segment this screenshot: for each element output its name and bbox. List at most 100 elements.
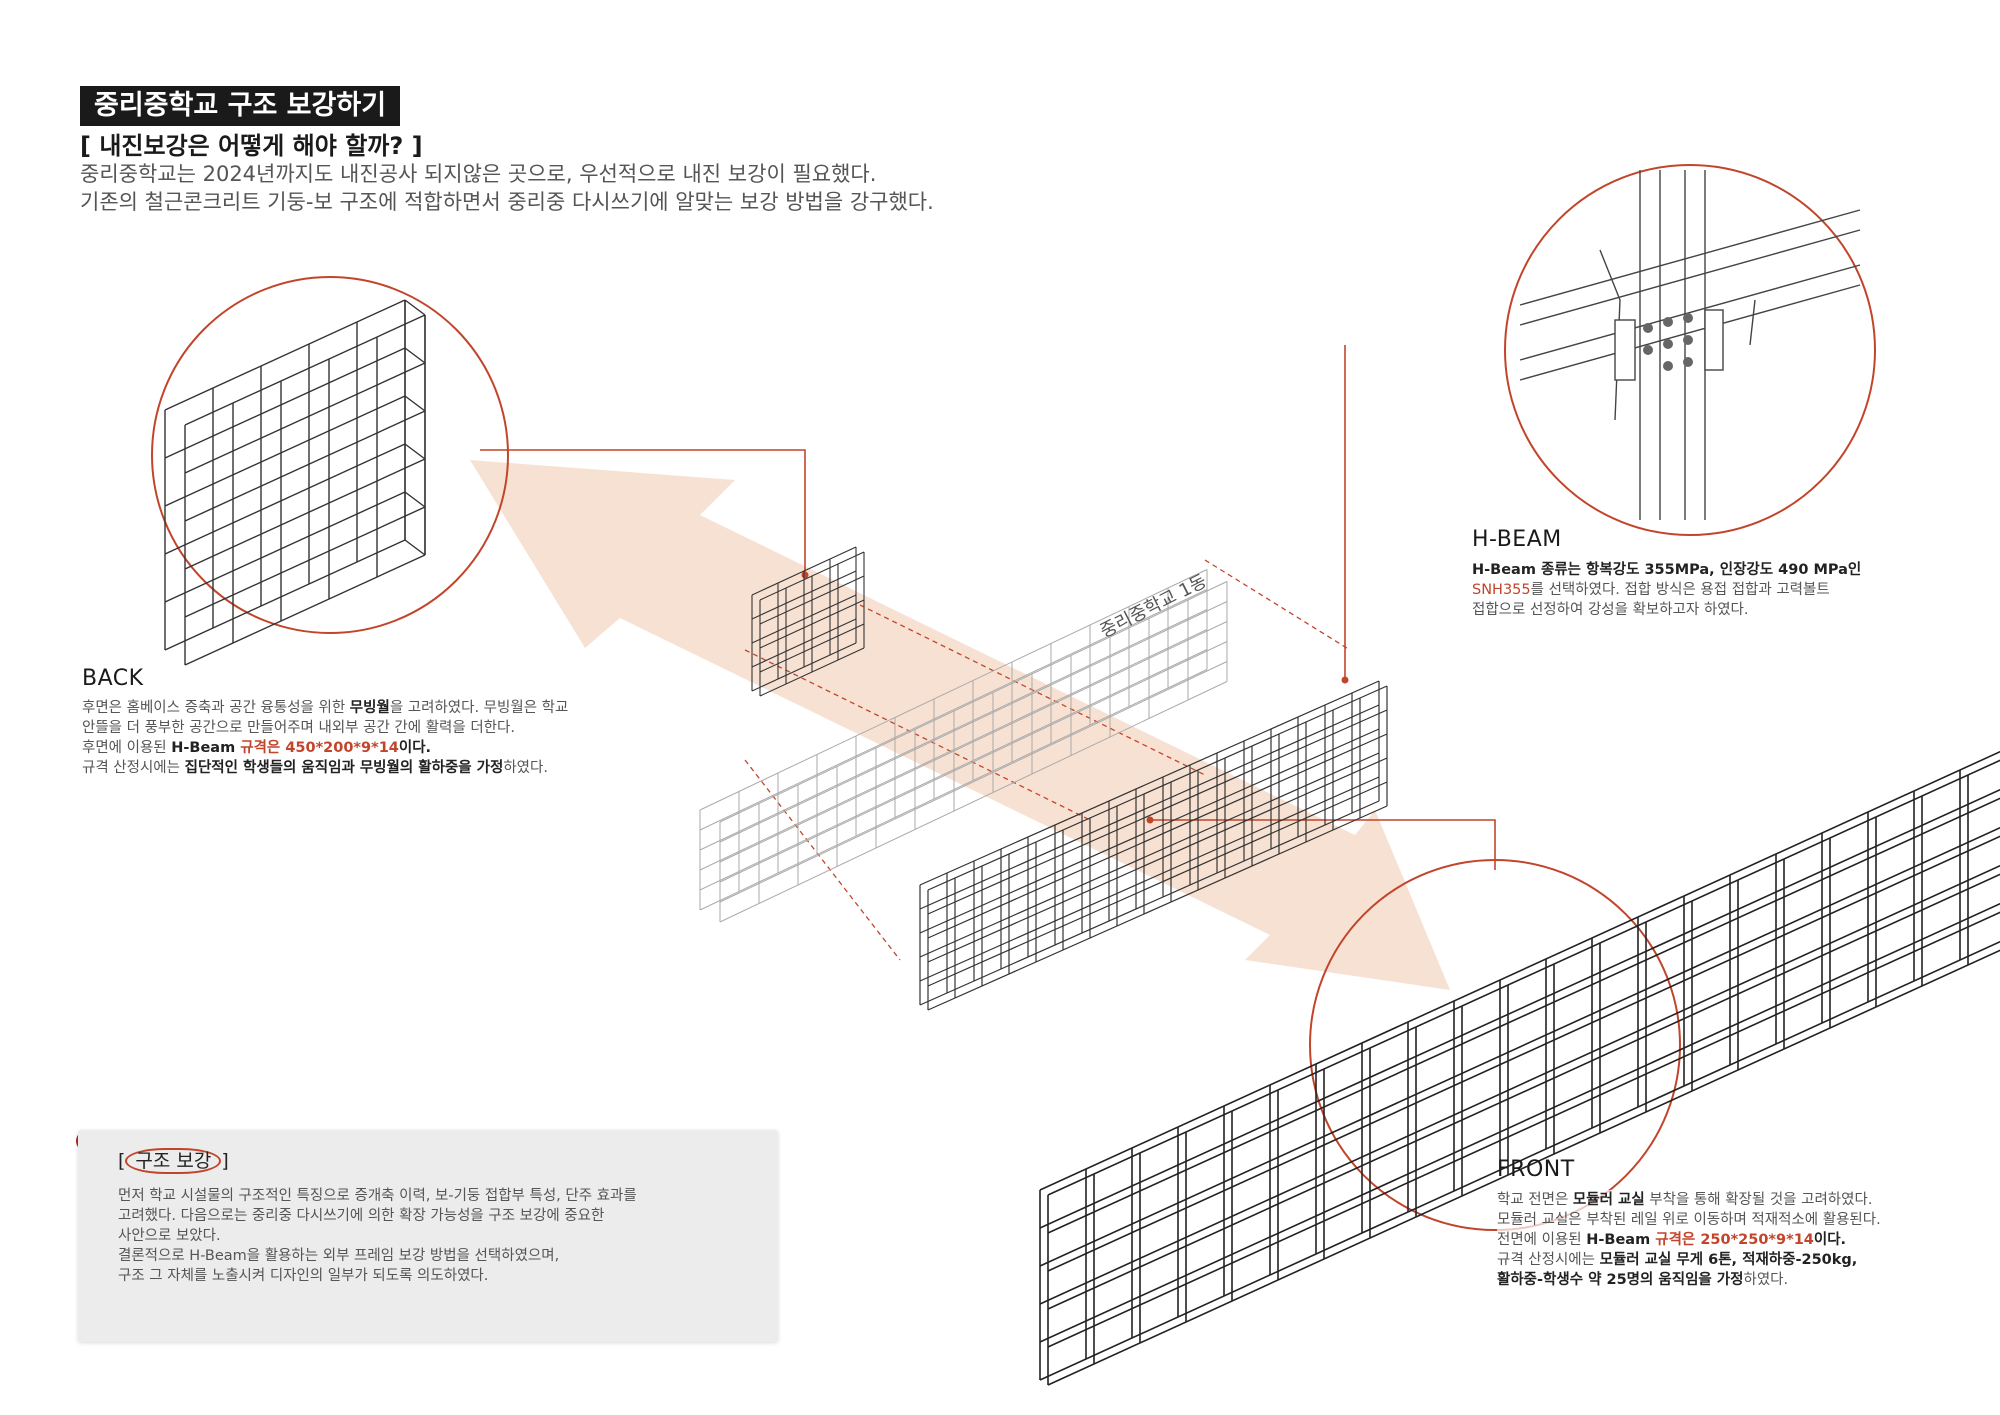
small-frame-beam	[751, 546, 857, 596]
back-frame-beam	[404, 299, 426, 316]
building-beam	[719, 681, 1228, 923]
note-line-4: 결론적으로 H-Beam을 활용하는 외부 프레임 보강 방법을 선택하였으며,	[118, 1248, 560, 1264]
small-frame-beam	[759, 551, 865, 601]
back-frame-beam	[164, 491, 406, 603]
building-beam	[719, 581, 1228, 823]
building-beam	[699, 569, 1208, 811]
building-beam	[719, 661, 1228, 903]
building-beam	[719, 601, 1228, 843]
direction-arrow	[470, 460, 1450, 990]
small-frame-beam	[759, 647, 865, 697]
mid-frame-beam	[927, 709, 1388, 915]
back-line-1: 후면은 홈베이스 증축과 공간 융통성을 위한 무빙월을 고려하였다. 무빙월은…	[82, 700, 569, 716]
mid-frame-beam	[927, 733, 1388, 939]
leader-dots	[801, 571, 1349, 824]
building-beam	[719, 641, 1228, 883]
detail-circles	[151, 164, 1876, 1231]
back-frame-beam	[164, 347, 406, 459]
small-frame-beam	[759, 575, 865, 625]
leader-lines	[480, 345, 1496, 870]
back-frame-beam	[404, 539, 426, 556]
front-frame-beam	[1047, 835, 2000, 1272]
note-paper	[78, 1130, 778, 1342]
back-frame-beam	[404, 347, 426, 364]
page-subtitle: [ 내진보강은 어떻게 해야 할까? ]	[80, 132, 423, 160]
mid-frame-beam	[927, 805, 1388, 1011]
note-line-2: 고려했다. 다음으로는 중리중 다시쓰기에 의한 확장 가능성을 구조 보강에 …	[118, 1208, 605, 1224]
hbeam-heading: H-BEAM	[1472, 527, 1562, 552]
back-frame-beam	[184, 506, 426, 618]
back-description: 후면은 홈베이스 증축과 공간 융통성을 위한 무빙월을 고려하였다. 무빙월은…	[82, 698, 568, 778]
front-frame-beam	[1039, 940, 2000, 1381]
small-frame-beam	[751, 570, 857, 620]
mid-frame-beam	[927, 685, 1388, 891]
back-frame-beam	[404, 443, 426, 460]
back-frame-beam	[184, 410, 426, 522]
back-frame-beam	[184, 458, 426, 570]
front-frame-beam	[1047, 873, 2000, 1310]
back-frame-beam	[164, 299, 406, 411]
mid-frame-beam	[919, 680, 1380, 886]
front-heading: FRONT	[1497, 1157, 1575, 1182]
front-frame-beam	[1039, 864, 2000, 1305]
front-frame-drawing	[1039, 750, 2000, 1386]
back-line-2: 안뜰을 더 풍부한 공간으로 만들어주며 내외부 공간 간에 활력을 더한다.	[82, 720, 515, 736]
back-frame-beam	[164, 539, 406, 651]
intro-line-2: 기존의 철근콘크리트 기둥-보 구조에 적합하면서 중리중 다시쓰기에 알맞는 …	[80, 190, 934, 214]
small-frame-beam	[751, 618, 857, 668]
front-description: 학교 전면은 모듈러 교실 부착을 통해 확장될 것을 고려하였다. 모듈러 교…	[1497, 1190, 1881, 1290]
front-line-4: 규격 산정시에는 모듈러 교실 무게 6톤, 적재하중-250kg,	[1497, 1252, 1858, 1268]
front-frame-beam	[1039, 788, 2000, 1229]
front-frame-beam	[1047, 797, 2000, 1234]
hbeam-line-1: H-Beam 종류는 항복강도 355MPa, 인장강도 490 MPa인	[1472, 562, 1862, 578]
front-line-2: 모듈러 교실은 부착된 레일 위로 이동하며 적재적소에 활용된다.	[1497, 1212, 1881, 1228]
back-line-4: 규격 산정시에는 집단적인 학생들의 움직임과 무빙월의 활하중을 가정하였다.	[82, 760, 548, 776]
building-beam	[719, 621, 1228, 863]
front-frame-beam	[1039, 750, 2000, 1191]
back-frame-beam	[184, 362, 426, 474]
small-back-frame	[751, 546, 865, 697]
front-frame-beam	[1047, 759, 2000, 1196]
back-frame-beam	[184, 314, 426, 426]
mid-frame-beam	[927, 757, 1388, 963]
back-detail-circle	[151, 276, 509, 634]
back-frame-beam	[164, 395, 406, 507]
back-frame-beam	[404, 395, 426, 412]
note-heading: [구조 보강]	[118, 1148, 229, 1174]
back-frame-beam	[164, 443, 406, 555]
small-frame-beam	[751, 642, 857, 692]
front-frame-beam	[1047, 911, 2000, 1348]
note-line-1: 먼저 학교 시설물의 구조적인 특징으로 증개축 이력, 보-기둥 접합부 특성…	[118, 1188, 637, 1204]
hbeam-joint-drawing	[1519, 170, 1861, 520]
mid-frame-beam	[919, 776, 1380, 982]
front-detail-circle	[1309, 859, 1681, 1231]
back-line-3: 후면에 이용된 H-Beam 규격은 450*200*9*14이다.	[82, 740, 432, 756]
front-line-1: 학교 전면은 모듈러 교실 부착을 통해 확장될 것을 고려하였다.	[1497, 1192, 1873, 1208]
front-frame-beam	[1047, 949, 2000, 1386]
mid-frame-beam	[919, 704, 1380, 910]
page-title: 중리중학교 구조 보강하기	[80, 86, 401, 126]
main-building-drawing	[699, 569, 1228, 923]
front-line-3: 전면에 이용된 H-Beam 규격은 250*250*9*14이다.	[1497, 1232, 1847, 1248]
back-heading: BACK	[82, 666, 144, 691]
hbeam-detail-circle	[1504, 164, 1876, 536]
back-frame-drawing	[164, 299, 426, 666]
note-line-3: 사안으로 보았다.	[118, 1228, 221, 1244]
hbeam-line-3: 접합으로 선정하여 강성을 확보하고자 하였다.	[1472, 602, 1749, 618]
front-frame-beam	[1039, 902, 2000, 1343]
front-line-5: 활하중-학생수 약 25명의 움직임을 가정하였다.	[1497, 1272, 1789, 1288]
mid-frame-beam	[927, 781, 1388, 987]
back-frame-beam	[184, 554, 426, 666]
intro-line-1: 중리중학교는 2024년까지도 내진공사 되지않은 곳으로, 우선적으로 내진 …	[80, 162, 877, 186]
mid-frame-beam	[919, 728, 1380, 934]
back-frame-beam	[404, 491, 426, 508]
note-line-5: 구조 그 자체를 노출시켜 디자인의 일부가 되도록 의도하였다.	[118, 1268, 489, 1284]
hbeam-line-2: SNH355를 선택하였다. 접합 방식은 용접 접합과 고력볼트	[1472, 582, 1830, 598]
middle-front-frame	[919, 680, 1388, 1011]
front-frame-beam	[1039, 826, 2000, 1267]
mid-frame-beam	[919, 800, 1380, 1006]
small-frame-beam	[751, 594, 857, 644]
building-beam	[699, 589, 1208, 831]
hbeam-description: H-Beam 종류는 항복강도 355MPa, 인장강도 490 MPa인 SN…	[1472, 560, 1861, 620]
